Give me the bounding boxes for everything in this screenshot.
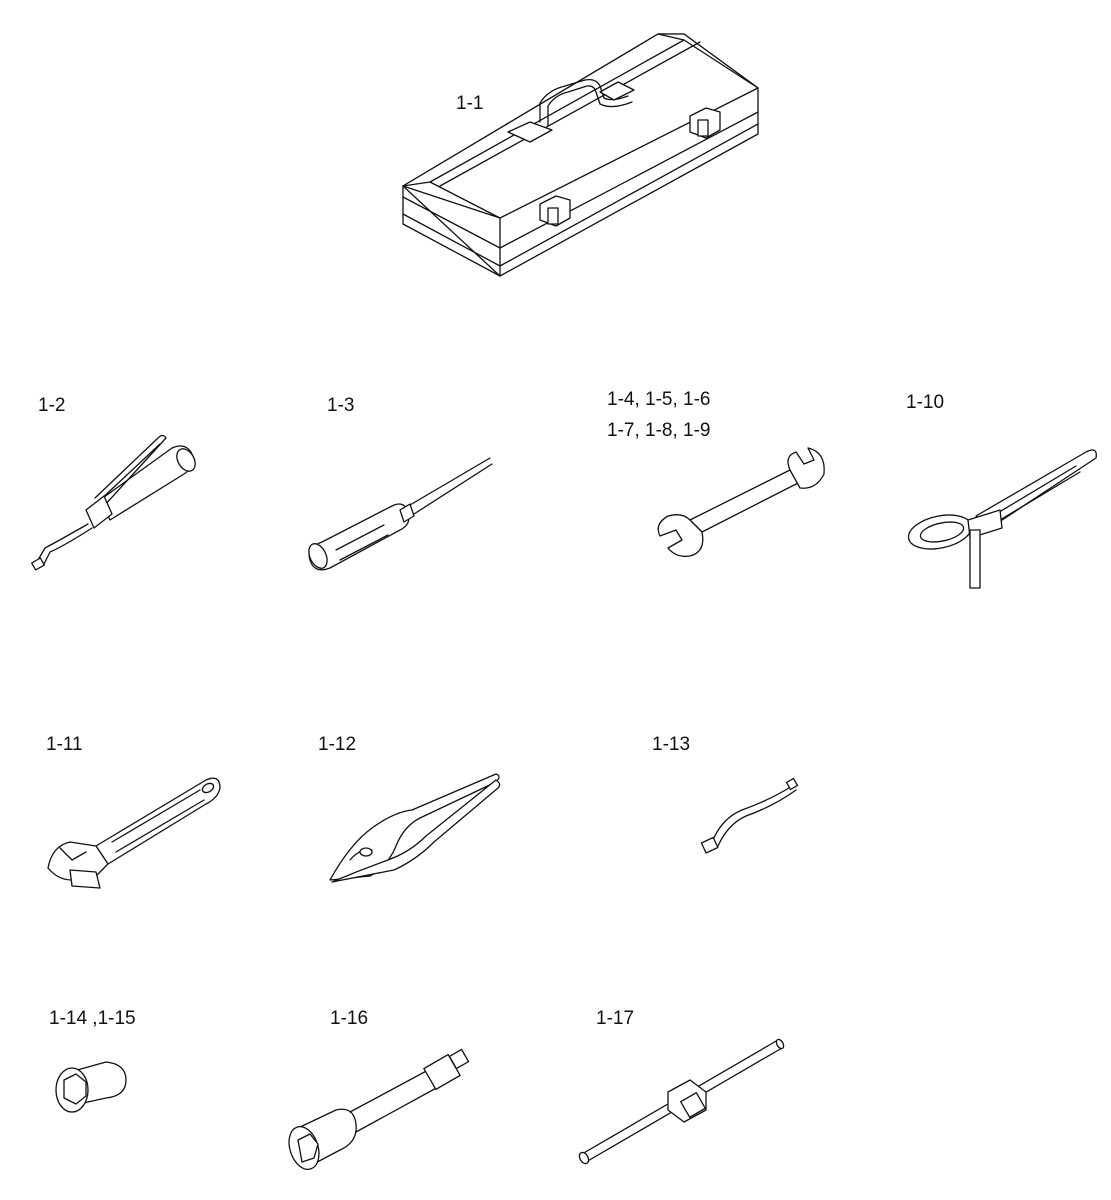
label-1-17: 1-17 (596, 1008, 635, 1029)
label-1-2: 1-2 (38, 395, 66, 416)
adjustable-wrench-drawing (47, 777, 221, 889)
label-1-13: 1-13 (652, 734, 691, 755)
nozzle-drawing (700, 777, 799, 854)
label-1-11: 1-11 (46, 734, 83, 755)
socket-drawing (55, 1061, 127, 1113)
open-end-wrench-drawing (657, 447, 825, 557)
grease-gun-drawing (31, 434, 196, 571)
label-1-14-1-15: 1-14 ,1-15 (49, 1008, 136, 1029)
filter-wrench-drawing (907, 449, 1097, 589)
extension-bar-drawing (288, 1048, 470, 1171)
label-1-12: 1-12 (318, 734, 357, 755)
pliers-drawing (329, 773, 501, 883)
label-1-3: 1-3 (327, 395, 355, 416)
label-1-1: 1-1 (456, 93, 484, 114)
t-handle-drawing (578, 1038, 785, 1165)
toolbox-drawing (402, 33, 759, 277)
label-1-7-1-9: 1-7, 1-8, 1-9 (607, 420, 711, 441)
label-1-4-1-6: 1-4, 1-5, 1-6 (607, 389, 711, 410)
screwdriver-drawing (308, 457, 493, 571)
label-1-16: 1-16 (330, 1008, 369, 1029)
label-1-10: 1-10 (906, 392, 945, 413)
